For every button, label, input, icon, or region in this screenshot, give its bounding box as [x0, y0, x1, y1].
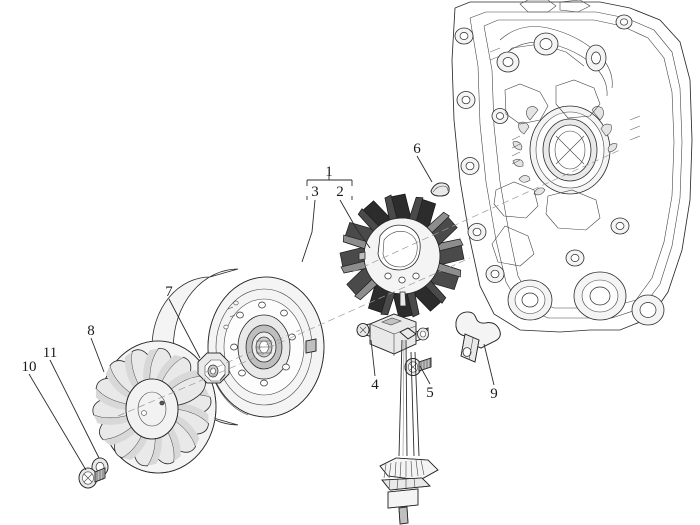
axis-line-stator-to-crankcase [351, 149, 621, 273]
leader-4 [370, 339, 376, 377]
callout-group-bracket [306, 176, 353, 200]
pickup-coil-shape [356, 313, 429, 356]
callout-label-6: 6 [413, 141, 421, 157]
leader-2 [339, 199, 371, 249]
woodruff-key-shape [430, 182, 450, 197]
leader-10 [28, 373, 87, 471]
callout-label-10: 10 [22, 359, 37, 375]
leader-3 [301, 199, 316, 263]
leader-8 [90, 337, 105, 373]
pickup-coil-screw-shape [404, 357, 432, 377]
leader-6 [416, 155, 433, 183]
callout-label-1: 1 [325, 164, 333, 180]
fan-bolt-shape [78, 467, 106, 489]
leader-9 [483, 343, 495, 386]
callout-label-11: 11 [43, 345, 57, 361]
callout-label-3: 3 [311, 184, 319, 200]
callout-label-8: 8 [87, 323, 95, 339]
callout-label-2: 2 [336, 184, 344, 200]
axis-line-rotor-to-stator [267, 257, 471, 349]
leader-7 [168, 298, 201, 359]
leader-5 [419, 365, 431, 385]
pickup-cable-and-connector [379, 327, 439, 525]
axis-line-fan-to-rotor [117, 351, 269, 417]
axis-line-nut [205, 329, 301, 373]
leader-11 [49, 359, 100, 459]
callout-label-7: 7 [165, 284, 173, 300]
callout-label-9: 9 [490, 386, 498, 402]
callout-label-4: 4 [371, 377, 379, 393]
cable-guide-bracket-shape [455, 311, 501, 363]
callout-label-5: 5 [426, 385, 434, 401]
